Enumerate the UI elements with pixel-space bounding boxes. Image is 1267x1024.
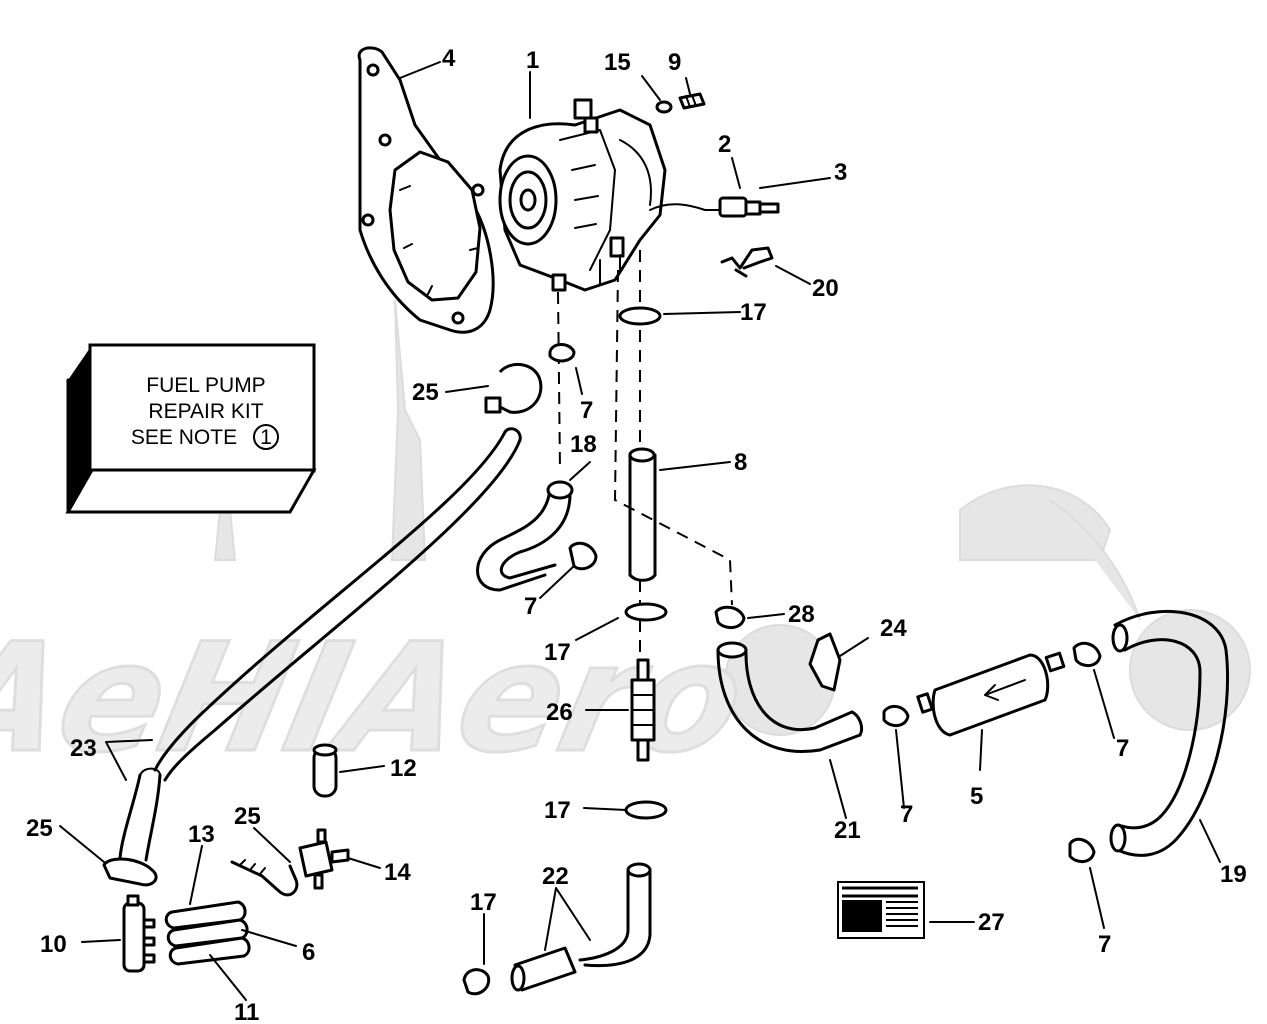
clip-part-24 <box>808 632 842 692</box>
fittings-part-10 <box>122 894 156 973</box>
repair-kit-box: FUEL PUMP REPAIR KIT SEE NOTE 1 <box>65 343 317 514</box>
callout-7-right: 7 <box>1116 735 1129 762</box>
callout-11: 11 <box>234 999 259 1024</box>
hose-part-19 <box>1109 609 1230 857</box>
clamp-part-28 <box>714 605 746 629</box>
screw-washer-part-9-15 <box>655 92 706 114</box>
callout-19: 19 <box>1220 861 1247 888</box>
callout-labels: 1 4 15 9 2 3 20 17 25 7 18 8 7 28 24 17 … <box>26 45 1247 1024</box>
callout-3: 3 <box>834 159 847 186</box>
hose-part-23 <box>118 427 522 862</box>
callout-5: 5 <box>970 783 983 810</box>
callout-6: 6 <box>302 939 315 966</box>
callout-7-upper: 7 <box>580 397 593 424</box>
callout-8: 8 <box>734 449 747 476</box>
kit-box-line-2: REPAIR KIT <box>148 400 263 423</box>
kit-box-line-3: SEE NOTE <box>131 426 237 449</box>
leader-lines <box>59 61 1221 1001</box>
callout-10: 10 <box>40 931 67 958</box>
clamp-part-25-upper <box>484 363 543 414</box>
callout-25-mid: 25 <box>234 803 261 830</box>
callout-9: 9 <box>668 49 681 76</box>
kit-box-note-number: 1 <box>260 426 272 449</box>
callout-28: 28 <box>788 601 815 628</box>
kit-box-line-1: FUEL PUMP <box>146 374 265 397</box>
callout-21: 21 <box>834 817 861 844</box>
hoses-part-6-11-13 <box>164 900 251 966</box>
tee-connector-part-14 <box>230 828 350 897</box>
callout-17-low: 17 <box>544 797 571 824</box>
callout-7-bottom-right: 7 <box>1098 931 1111 958</box>
callout-7-mid-left: 7 <box>524 593 537 620</box>
plug-part-12 <box>312 743 338 798</box>
callout-26: 26 <box>546 699 573 726</box>
decal-part-27 <box>837 881 925 939</box>
clip-part-20 <box>720 246 774 278</box>
hose-part-8 <box>628 447 657 582</box>
callout-4: 4 <box>442 45 456 72</box>
connector-part-26 <box>630 658 656 762</box>
clamp-part-7-group <box>548 343 1102 863</box>
callout-14: 14 <box>384 859 411 886</box>
sensor-part-2-3 <box>649 196 780 218</box>
callout-24: 24 <box>880 615 907 642</box>
callout-17-top: 17 <box>740 299 767 326</box>
hose-part-21 <box>716 641 864 753</box>
callout-18: 18 <box>570 431 597 458</box>
callout-17-bottom: 17 <box>470 889 497 916</box>
fuel-pump-part-1 <box>498 98 667 292</box>
callout-1: 1 <box>526 47 539 74</box>
callout-27: 27 <box>978 909 1005 936</box>
callout-23: 23 <box>70 735 97 762</box>
callout-15: 15 <box>604 49 631 76</box>
callout-20: 20 <box>812 275 839 302</box>
hose-part-22 <box>510 862 652 992</box>
fuel-filter-part-5 <box>916 651 1066 737</box>
callout-25-upper: 25 <box>412 379 439 406</box>
callout-2: 2 <box>718 131 731 158</box>
clamp-part-17-group <box>462 306 668 996</box>
clamp-part-25-lower <box>102 857 158 887</box>
callout-12: 12 <box>390 755 417 782</box>
callout-13: 13 <box>188 821 215 848</box>
callout-17-mid: 17 <box>544 639 571 666</box>
callout-22: 22 <box>542 863 569 890</box>
hose-part-18 <box>476 480 574 592</box>
mounting-bracket-part-4 <box>357 46 495 334</box>
callout-25-left: 25 <box>26 815 53 842</box>
callout-7-filter: 7 <box>900 801 913 828</box>
